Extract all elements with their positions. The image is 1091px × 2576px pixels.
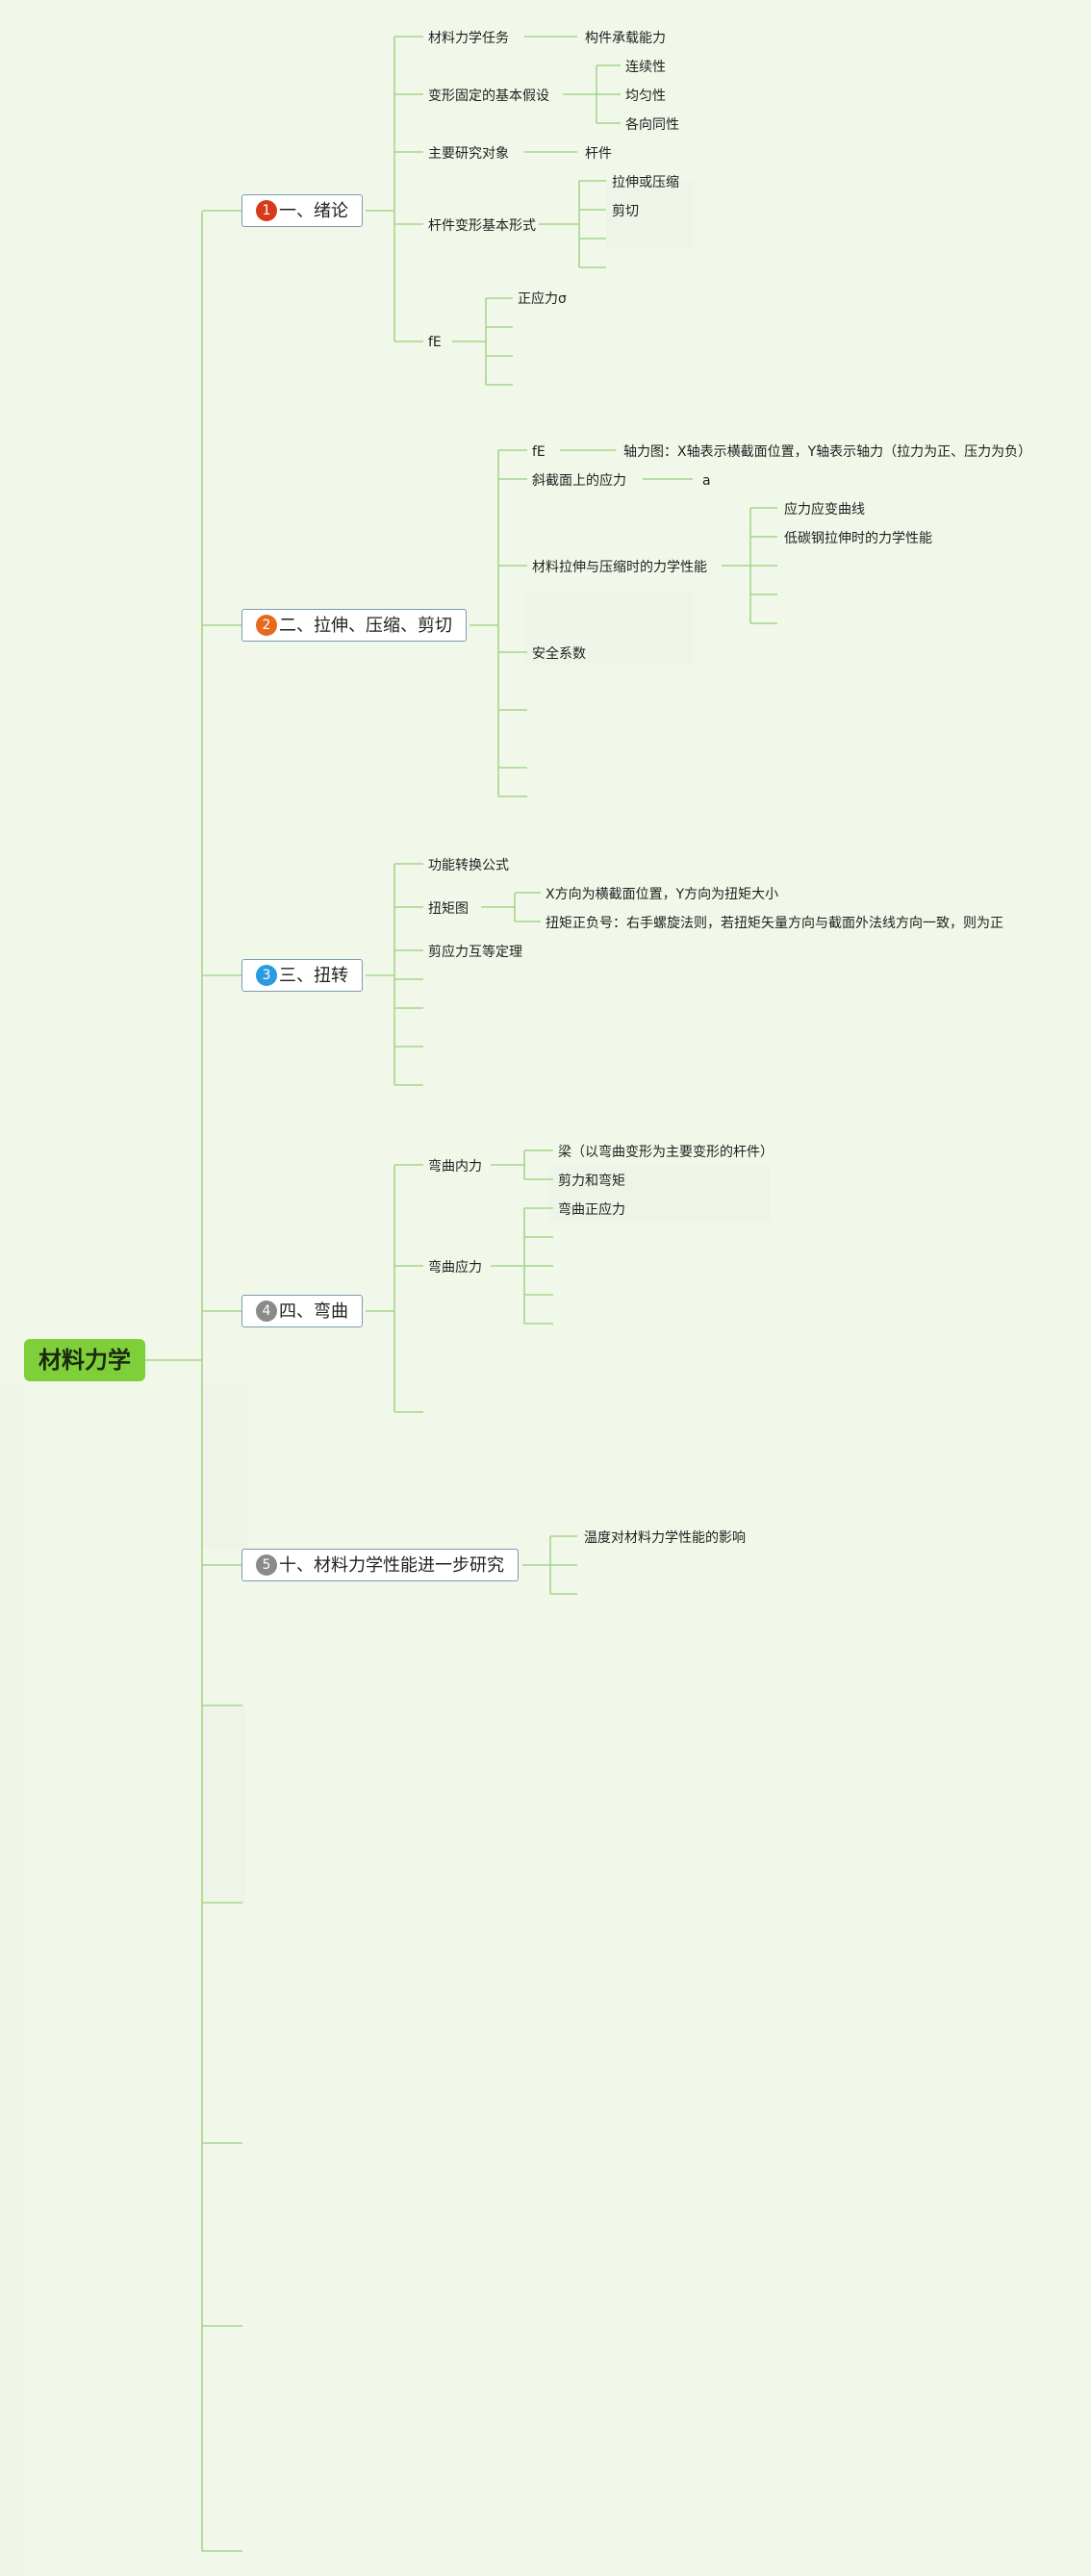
topic-node[interactable]: 安全系数 [532, 646, 586, 662]
shade-panel [0, 1385, 24, 2576]
badge-4: 4 [256, 1301, 277, 1322]
topic-node[interactable]: 应力应变曲线 [784, 502, 865, 518]
topic-node[interactable]: 连续性 [625, 60, 666, 75]
topic-node[interactable]: 杆件 [585, 146, 612, 162]
topic-node[interactable]: 材料拉伸与压缩时的力学性能 [532, 560, 707, 575]
chapter-label: 三、扭转 [279, 966, 348, 986]
shade-panel [606, 181, 693, 248]
topic-node[interactable]: fE [532, 444, 546, 460]
topic-node[interactable]: 剪力和弯矩 [558, 1174, 625, 1189]
topic-node[interactable]: 扭矩图 [428, 901, 469, 917]
topic-node[interactable]: 轴力图：X轴表示横截面位置，Y轴表示轴力（拉力为正、压力为负） [623, 444, 1032, 460]
topic-node[interactable]: 构件承载能力 [585, 31, 666, 46]
topic-node[interactable]: 扭矩正负号：右手螺旋法则，若扭矩矢量方向与截面外法线方向一致，则为正 [546, 916, 1003, 931]
topic-node[interactable]: 弯曲应力 [428, 1260, 482, 1275]
shade-panel [524, 592, 693, 664]
topic-node[interactable]: X方向为横截面位置，Y方向为扭矩大小 [546, 887, 779, 902]
badge-1: 1 [256, 200, 277, 221]
chapter-label: 一、绪论 [279, 201, 348, 221]
topic-node[interactable]: 材料力学任务 [428, 31, 509, 46]
topic-node[interactable]: 各向同性 [625, 117, 679, 133]
topic-node[interactable]: a [702, 473, 711, 489]
badge-2: 2 [256, 615, 277, 636]
chapter-label: 十、材料力学性能进一步研究 [279, 1555, 504, 1576]
topic-node[interactable]: 弯曲正应力 [558, 1202, 625, 1218]
chapter-label: 二、拉伸、压缩、剪切 [279, 616, 452, 636]
badge-3: 3 [256, 965, 277, 986]
topic-node[interactable]: 主要研究对象 [428, 146, 509, 162]
shade-panel [548, 1166, 770, 1222]
topic-node[interactable]: 低碳钢拉伸时的力学性能 [784, 531, 932, 546]
topic-node[interactable]: 正应力σ [518, 291, 567, 307]
topic-node[interactable]: 梁（以弯曲变形为主要变形的杆件） [558, 1145, 774, 1160]
badge-5: 5 [256, 1554, 277, 1576]
root-node[interactable]: 材料力学 [24, 1339, 145, 1381]
topic-node[interactable]: 剪应力互等定理 [428, 945, 522, 960]
topic-node[interactable]: 剪切 [612, 204, 639, 219]
topic-node[interactable]: 杆件变形基本形式 [428, 218, 536, 234]
shade-panel [200, 1385, 248, 1549]
shade-panel [202, 1703, 245, 1905]
topic-node[interactable]: 功能转换公式 [428, 858, 509, 873]
topic-node[interactable]: 温度对材料力学性能的影响 [584, 1530, 746, 1546]
topic-node[interactable]: 均匀性 [625, 88, 666, 104]
topic-node[interactable]: 斜截面上的应力 [532, 473, 626, 489]
topic-node[interactable]: 弯曲内力 [428, 1159, 482, 1174]
chapter-label: 四、弯曲 [279, 1301, 348, 1322]
topic-node[interactable]: 变形固定的基本假设 [428, 88, 549, 104]
topic-node[interactable]: 拉伸或压缩 [612, 175, 679, 190]
topic-node[interactable]: fE [428, 335, 442, 350]
